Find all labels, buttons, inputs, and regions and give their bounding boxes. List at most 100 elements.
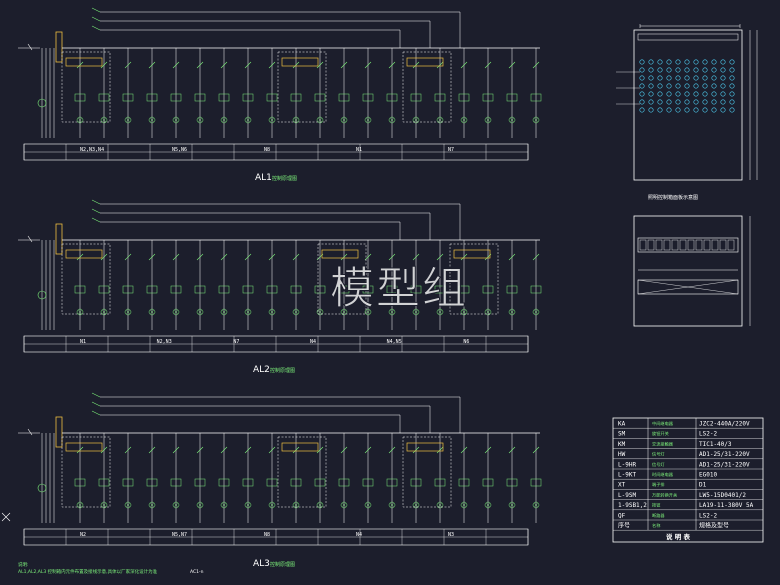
panel-indicator [648,99,654,105]
relay-contact [412,61,420,69]
panel-indicator [702,59,708,65]
panel-indicator [684,91,690,97]
relay-coil [146,285,158,294]
indicator-lamp [292,116,300,124]
indicator-lamp [532,308,540,316]
panel-indicator [702,83,708,89]
legend-code: L-9KT [618,472,636,479]
lamp-cross [197,502,203,508]
lamp-cross [365,117,371,123]
legend-name: 断路器 [652,512,665,519]
lamp-cross [77,309,83,315]
legend-spec: AD1-25/31-220V [699,451,750,458]
enclosure-bus [406,57,444,67]
indicator-lamp [460,501,468,509]
legend-name: 时间继电器 [652,471,674,478]
relay-coil [410,285,422,294]
panel-indicator [693,75,699,81]
group-label: N6 [463,339,469,345]
switch-enclosure [317,243,367,315]
relay-coil [290,93,302,102]
group-label: N7 [448,147,454,153]
lamp-cross [125,117,131,123]
indicator-lamp [148,501,156,509]
indicator-lamp [412,501,420,509]
relay-coil [314,478,326,487]
contact-symbol [91,16,101,22]
lamp-cross [149,117,155,123]
legend-spec: LA19-11-380V 5A [699,502,754,509]
panel-indicator [702,75,708,81]
relay-contact [340,61,348,69]
enclosure-bus [65,57,103,67]
relay-cell [719,239,727,251]
indicator-lamp [388,116,396,124]
panel-interior-view [633,215,751,327]
lamp-cross [245,309,251,315]
lamp-cross [437,117,443,123]
indicator-lamp [244,501,252,509]
feeder-switch [27,428,33,436]
relay-coil [362,285,374,294]
circuit-captions: AL1 控制原理图 AL2 控制原理图 AL3 控制原理图 [253,173,297,569]
switch-enclosure [61,436,111,508]
relay-contact [292,446,300,454]
relay-contact [76,446,84,454]
relay-contact [244,61,252,69]
contact-symbol [91,199,101,205]
lamp-cross [413,117,419,123]
indicator-lamp [268,116,276,124]
relay-coil [482,93,494,102]
panel-indicator [729,107,735,113]
relay-contact [436,446,444,454]
panel-indicator [702,91,708,97]
panel-indicator [648,67,654,73]
indicator-lamp [196,116,204,124]
lamp-cross [365,309,371,315]
relay-contact [124,446,132,454]
panel-indicator [639,99,645,105]
hw-lamp [37,98,47,108]
relay-contact [388,446,396,454]
group-label: N3 [448,532,454,538]
lamp-cross [317,309,323,315]
group-label: N7 [233,339,239,345]
lamp-cross [461,502,467,508]
legend-code: 1-9SB1,2 [618,502,647,509]
panel-indicator [639,67,645,73]
panel-indicator [648,75,654,81]
panel-indicator [693,83,699,89]
panel-indicator [693,67,699,73]
panel-indicator [720,75,726,81]
lamp-cross [221,309,227,315]
contact-symbol [91,401,101,407]
lamp-cross [293,502,299,508]
panel-front-outline [633,29,743,181]
terminal-block [637,279,739,295]
relay-contact [292,253,300,261]
relay-coil [386,285,398,294]
panel-indicator [729,75,735,81]
contact-symbol [91,208,101,214]
relay-coil [266,285,278,294]
panel-indicator [675,99,681,105]
relay-coil [170,478,182,487]
relay-coil [458,285,470,294]
relay-coil [434,93,446,102]
relay-contact [316,61,324,69]
lamp-cross [485,117,491,123]
panel-indicator [711,83,717,89]
legend-spec: TIC1-40/3 [699,441,732,448]
notes-text: AL1,AL2,AL3 控制箱内元件布置及接线示意,具体以厂家深化设计为准 [18,568,158,575]
indicator-lamp [340,116,348,124]
relay-contact [484,446,492,454]
indicator-lamp [508,116,516,124]
contact-symbol [91,25,101,31]
switch-enclosure [449,243,499,315]
relay-coil [98,285,110,294]
relay-coil [122,478,134,487]
relay-contact [364,446,372,454]
relay-contact [292,61,300,69]
panel-indicator [666,67,672,73]
panel-indicator [666,107,672,113]
